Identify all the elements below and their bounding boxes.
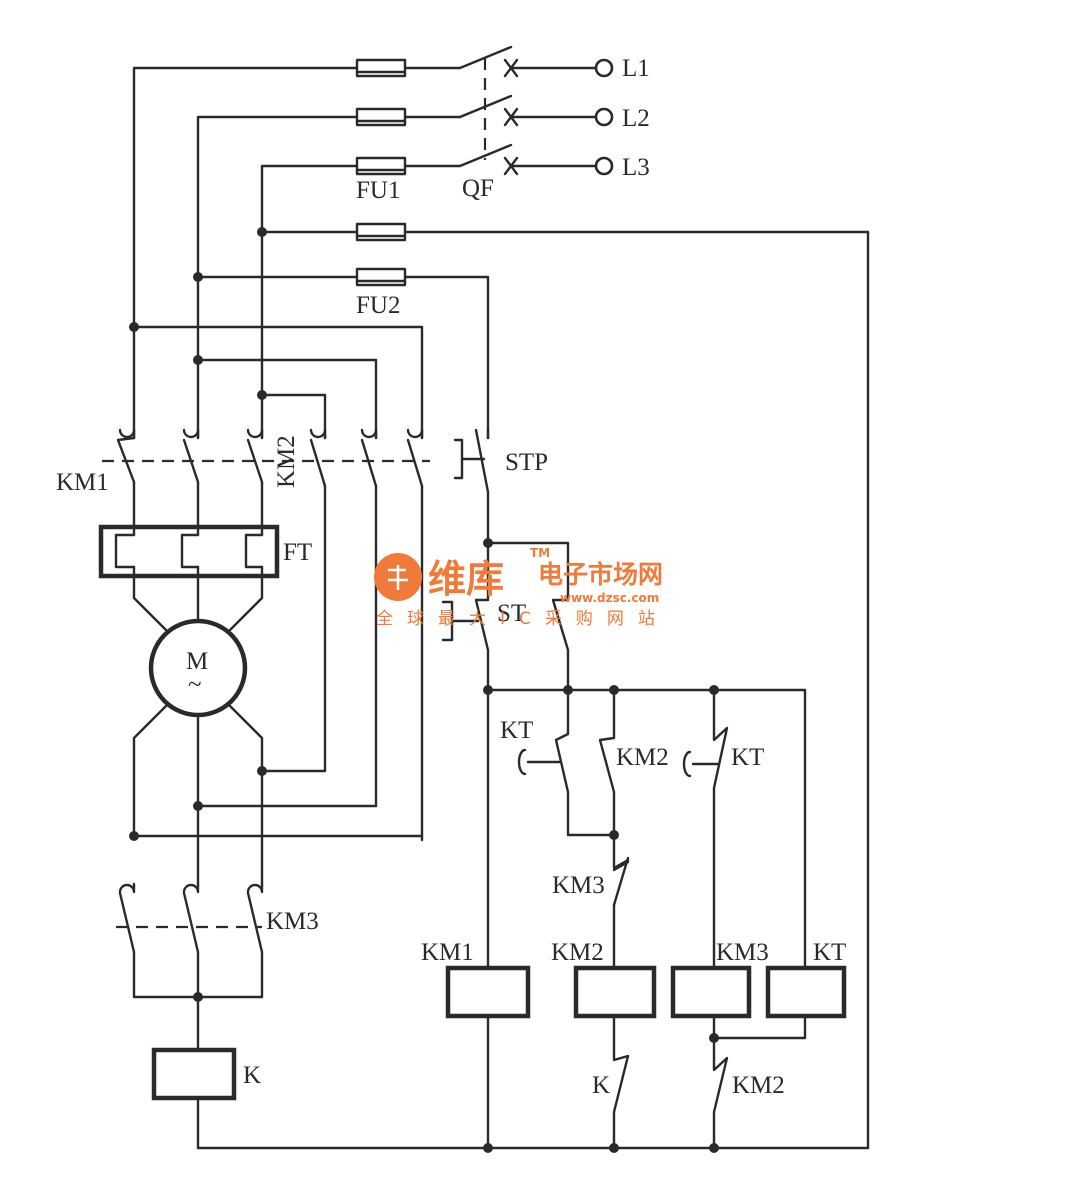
coil-km1 [445,965,531,1019]
label-l3: L3 [622,154,650,181]
power-input: L1 L2 L3 FU1 QF [132,45,650,440]
main-contacts: KM1 KM2 [56,428,430,842]
label-stp: STP [505,449,548,476]
control-circuit: STP ST KT KM2 KM3 KT KM1 KM2 KM3 [196,428,870,1153]
label-km2-main: KM2 [273,435,300,488]
label-ft: FT [283,539,312,566]
label-kt-contact2: KT [731,744,764,771]
label-fu1: FU1 [356,177,400,204]
label-km3-interlock: KM3 [552,872,605,899]
motor: M ~ [129,574,424,886]
label-coil-kt: KT [813,939,846,966]
label-motor-ac: ~ [188,671,202,698]
watermark-slogan: 全球最大IC采购网站 [376,609,669,629]
label-motor: M [186,648,208,675]
label-km2-aux: KM2 [616,744,669,771]
label-coil-km2: KM2 [551,939,604,966]
label-qf: QF [462,175,494,202]
label-l2: L2 [622,105,650,132]
label-km2-contact: KM2 [732,1072,785,1099]
label-coil-km3: KM3 [716,939,769,966]
watermark-brand: 维库 [428,557,504,601]
label-km3-main: KM3 [266,908,319,935]
coil-km3 [670,965,752,1019]
label-l1: L1 [622,55,650,82]
breaker-qf [458,45,519,176]
terminal-l1 [594,58,614,78]
control-supply-fu2: FU2 [193,222,870,1150]
watermark: 维库 TM 电子市场网 www.dzsc.com 全球最大IC采购网站 [374,546,669,629]
label-st: ST [497,600,526,627]
watermark-url: www.dzsc.com [560,591,659,605]
label-fu2: FU2 [356,292,400,319]
relay-k-coil [151,1047,237,1101]
fuses-fu1 [355,58,407,176]
km3-star-contacts: KM3 K [116,882,319,1150]
label-kt-timer-contact: KT [500,717,533,744]
label-k-relay: K [243,1062,261,1089]
label-km1-main: KM1 [56,469,109,496]
terminal-l3 [594,156,614,176]
terminal-l2 [594,107,614,127]
coil-kt [765,965,847,1019]
label-coil-km1: KM1 [421,939,474,966]
coil-km2 [573,965,657,1019]
thermal-relay-ft: FT [98,524,312,579]
label-k-contact: K [592,1072,610,1099]
watermark-name: 电子市场网 [538,560,663,589]
km2-feed [129,322,424,440]
watermark-tm: TM [530,546,550,560]
